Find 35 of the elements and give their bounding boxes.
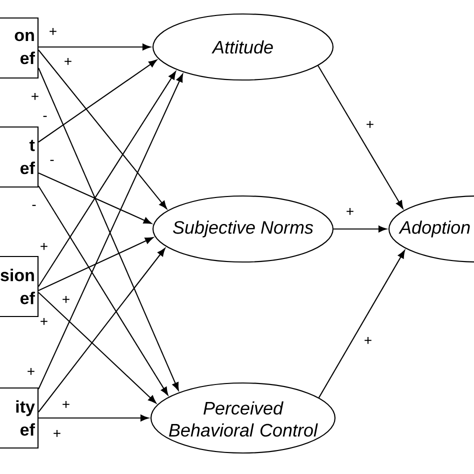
edge-label: +: [38, 242, 50, 252]
arrow: [318, 250, 406, 398]
arrow: [318, 65, 404, 209]
arrow: [38, 71, 176, 287]
edge-label: +: [60, 400, 72, 410]
text-box: t ef: [0, 126, 39, 188]
arrow: [38, 292, 156, 404]
text-box: sion ef: [0, 256, 39, 318]
edge-label: +: [60, 294, 72, 306]
edge-label: +: [344, 206, 356, 218]
oval-node: Attitude: [152, 13, 334, 81]
arrow: [38, 414, 149, 422]
arrow: [38, 172, 152, 224]
arrow: [38, 237, 154, 291]
edge-label: -: [30, 204, 38, 210]
arrow: [38, 186, 168, 396]
arrow: [38, 50, 168, 210]
arrow: [38, 60, 158, 142]
edge-label: +: [52, 428, 62, 440]
edge-label: +: [48, 26, 58, 38]
edge-label: -: [48, 158, 56, 166]
edge-label: +: [26, 366, 36, 378]
arrow: [38, 248, 166, 412]
oval-node: Subjective Norms: [152, 195, 334, 263]
arrow: [38, 44, 151, 50]
edge-label: -: [42, 114, 48, 122]
text-box: ity ef: [0, 387, 39, 449]
text-box: on ef: [0, 17, 39, 79]
oval-node: Perceived Behavioral Control: [150, 382, 336, 454]
edge-label: +: [362, 336, 374, 346]
arrow: [334, 226, 387, 232]
edge-label: +: [62, 56, 74, 68]
edge-label: +: [38, 316, 50, 328]
edge-label: +: [30, 92, 40, 102]
edge-label: +: [364, 120, 376, 130]
